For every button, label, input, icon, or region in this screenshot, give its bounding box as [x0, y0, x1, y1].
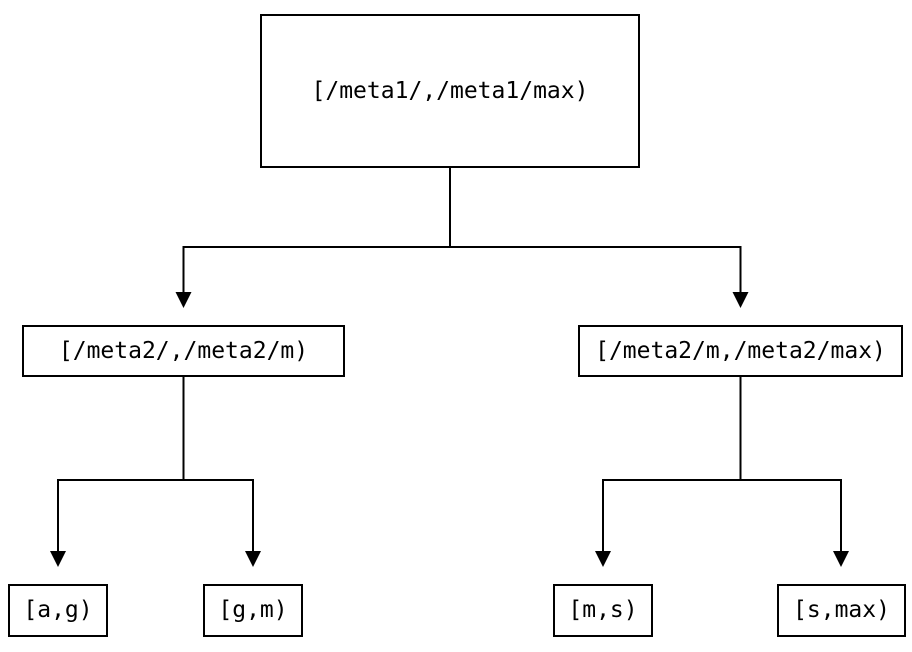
tree-node-right: [/meta2/m,/meta2/max) [578, 325, 903, 377]
arrowhead-down-icon [732, 292, 749, 308]
tree-node-leaf-ag-label: [a,g) [23, 597, 93, 623]
edge-right-to-leaf-ms [595, 479, 741, 567]
tree-node-leaf-ag: [a,g) [8, 584, 108, 637]
tree-node-root: [/meta1/,/meta1/max) [260, 14, 640, 168]
edge-left-to-leaf-ag [50, 479, 184, 567]
tree-node-leaf-gm: [g,m) [203, 584, 303, 637]
arrowhead-down-icon [245, 551, 261, 567]
arrowhead-down-icon [175, 292, 192, 308]
tree-node-leaf-ms-label: [m,s) [568, 597, 638, 623]
tree-node-right-label: [/meta2/m,/meta2/max) [595, 337, 886, 364]
arrowhead-down-icon [595, 551, 611, 567]
arrowhead-down-icon [833, 551, 849, 567]
edge-root-to-right [450, 246, 749, 308]
tree-node-left-label: [/meta2/,/meta2/m) [58, 337, 309, 364]
tree-node-leaf-gm-label: [g,m) [218, 597, 288, 623]
edge-right-to-leaf-smax [740, 479, 849, 567]
edge-root-to-left [175, 246, 450, 308]
arrowhead-down-icon [50, 551, 66, 567]
tree-node-leaf-smax: [s,max) [777, 584, 906, 637]
edge-left-to-leaf-gm [183, 479, 261, 567]
tree-node-leaf-smax-label: [s,max) [793, 597, 890, 623]
tree-node-root-label: [/meta1/,/meta1/max) [311, 77, 589, 104]
tree-node-leaf-ms: [m,s) [553, 584, 653, 637]
tree-node-left: [/meta2/,/meta2/m) [22, 325, 345, 377]
